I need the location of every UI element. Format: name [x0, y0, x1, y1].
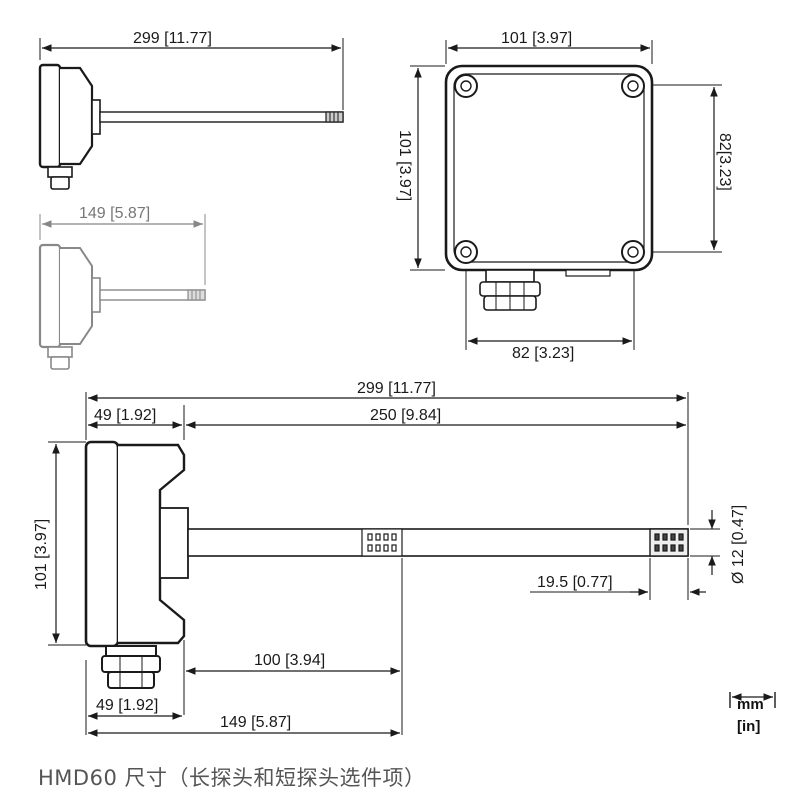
short-probe-length-label: 149 [5.87]	[79, 205, 150, 222]
side-probe-length-label: 250 [9.84]	[370, 407, 441, 424]
side-view	[48, 392, 776, 737]
box-width-label: 101 [3.97]	[501, 30, 572, 47]
figure-caption: HMD60 尺寸（长探头和短探头选件项）	[38, 766, 426, 790]
enclosure-front-view	[410, 40, 722, 350]
sensor-holes	[367, 533, 397, 552]
probe-diameter-label: Ø 12 [0.47]	[730, 505, 747, 584]
filter-holes	[654, 533, 684, 552]
short-probe-view	[38, 214, 206, 370]
screw-icon	[621, 240, 645, 264]
side-total-length-label: 299 [11.77]	[357, 380, 436, 397]
screw-icon	[454, 240, 478, 264]
unit-mm-label: mm	[737, 696, 764, 713]
hole-spacing-vertical-label: 82[3.23]	[716, 133, 733, 191]
bottom-short-length-label: 149 [5.87]	[220, 714, 291, 731]
screw-icon	[621, 74, 645, 98]
box-height-label: 101 [3.97]	[396, 130, 413, 201]
hole-spacing-horizontal-label: 82 [3.23]	[512, 345, 574, 362]
long-probe-length-label: 299 [11.77]	[133, 30, 212, 47]
unit-in-label: [in]	[737, 718, 761, 735]
short-sensor-offset-label: 100 [3.94]	[254, 652, 325, 669]
side-height-label: 101 [3.97]	[33, 519, 50, 590]
bottom-body-depth-label: 49 [1.92]	[96, 697, 158, 714]
side-body-depth-label: 49 [1.92]	[94, 407, 156, 424]
long-probe-view	[38, 38, 344, 190]
screw-icon	[454, 74, 478, 98]
filter-length-label: 19.5 [0.77]	[537, 574, 613, 591]
